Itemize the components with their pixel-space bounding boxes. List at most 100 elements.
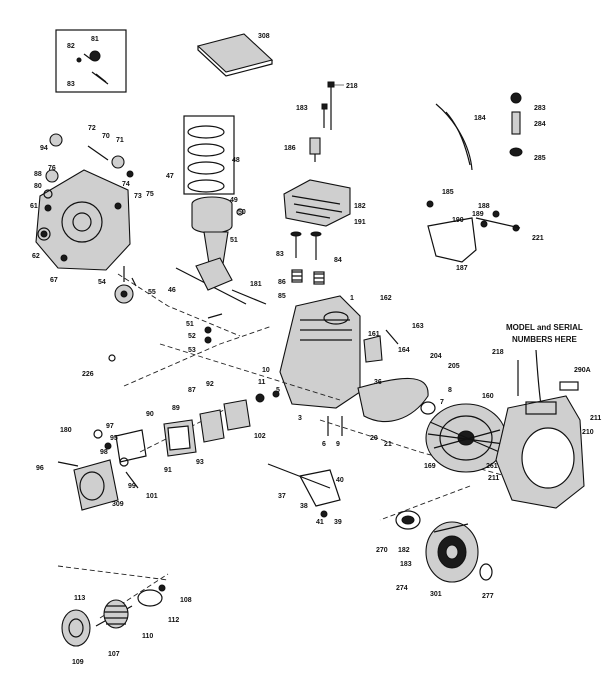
primer-parts [509, 92, 523, 157]
callout-75: 75 [146, 191, 154, 198]
callout-55: 55 [148, 289, 156, 296]
callout-210: 210 [582, 429, 594, 436]
starter-ring [479, 563, 493, 581]
callout-108: 108 [180, 597, 192, 604]
inset-box [55, 29, 127, 93]
cylinder-head [283, 179, 351, 227]
flywheel [425, 403, 507, 473]
callout-290a: 290A [574, 367, 591, 374]
callout-308: 308 [258, 33, 270, 40]
callout-71: 71 [116, 137, 124, 144]
piston [191, 196, 244, 234]
callout-62: 62 [32, 253, 40, 260]
callout-110: 110 [142, 633, 153, 640]
air-filter-assembly [61, 584, 166, 647]
callout-21: 21 [384, 441, 392, 448]
callout-184: 184 [474, 115, 486, 122]
callout-87: 87 [188, 387, 196, 394]
callout-283: 283 [534, 105, 546, 112]
callout-8: 8 [448, 387, 452, 394]
callout-101: 101 [146, 493, 158, 500]
callout-182: 182 [354, 203, 366, 210]
callout-67: 67 [50, 277, 58, 284]
callout-73: 73 [134, 193, 142, 200]
callout-37: 37 [278, 493, 286, 500]
callout-89: 89 [172, 405, 180, 412]
callout-41: 41 [316, 519, 324, 526]
callout-277: 277 [482, 593, 494, 600]
valve-springs [291, 269, 325, 285]
callout-226: 226 [82, 371, 94, 378]
callout-80: 80 [34, 183, 42, 190]
crankshaft [175, 257, 267, 305]
callout-74: 74 [122, 181, 130, 188]
callout-99: 99 [128, 483, 136, 490]
callout-76: 76 [48, 165, 56, 172]
callout-187: 187 [456, 265, 468, 272]
callout-48: 48 [232, 157, 240, 164]
callout-81: 81 [91, 36, 99, 43]
callout-3: 3 [298, 415, 302, 422]
callout-51b: 51 [186, 321, 194, 328]
callout-72: 72 [88, 125, 96, 132]
callout-84b: 84 [334, 257, 342, 264]
callout-52: 52 [188, 333, 196, 340]
callout-7: 7 [440, 399, 444, 406]
callout-95: 95 [110, 435, 118, 442]
callout-181: 181 [250, 281, 262, 288]
callout-186: 186 [284, 145, 296, 152]
cylinder-block [279, 295, 361, 409]
callout-185: 185 [442, 189, 454, 196]
callout-97: 97 [106, 423, 114, 430]
carburetor-spacers [163, 390, 280, 457]
model-serial-note-line2: NUMBERS HERE [512, 335, 578, 344]
callout-301: 301 [430, 591, 442, 598]
crankcase-cover [35, 169, 131, 271]
callout-221: 221 [532, 235, 544, 242]
flywheel-washer [420, 401, 436, 415]
callout-11: 11 [258, 379, 266, 386]
valves [290, 231, 322, 260]
callout-40: 40 [336, 477, 344, 484]
callout-270: 270 [376, 547, 388, 554]
callout-189: 189 [472, 211, 484, 218]
head-bolt-2 [321, 103, 328, 128]
manual-booklet [196, 33, 274, 77]
callout-284: 284 [534, 121, 546, 128]
callout-82: 82 [67, 43, 75, 50]
block-bolts [327, 416, 343, 436]
callout-96: 96 [36, 465, 44, 472]
small-parts-top-left [37, 133, 134, 241]
callout-90: 90 [146, 411, 154, 418]
callout-261: 261 [486, 463, 498, 470]
ignition-parts [363, 329, 399, 363]
callout-6: 6 [322, 441, 326, 448]
callout-83: 83 [67, 81, 75, 88]
callout-98: 98 [100, 449, 108, 456]
callout-53: 53 [188, 347, 196, 354]
throttle-link [267, 463, 341, 518]
callout-169: 169 [424, 463, 436, 470]
starter-cup [395, 510, 421, 530]
rewind-starter [425, 521, 479, 583]
governor-gear [114, 266, 137, 304]
callout-164: 164 [398, 347, 410, 354]
callout-47: 47 [166, 173, 174, 180]
callout-20: 20 [370, 435, 378, 442]
callout-205: 205 [448, 363, 460, 370]
callout-10: 10 [262, 367, 270, 374]
callout-160: 160 [482, 393, 494, 400]
baffle [357, 377, 429, 423]
callout-180: 180 [60, 427, 72, 434]
carburetor [57, 429, 147, 511]
callout-36: 36 [374, 379, 382, 386]
callout-9: 9 [336, 441, 340, 448]
cam-parts [204, 313, 223, 344]
callout-102: 102 [254, 433, 266, 440]
callout-54: 54 [98, 279, 106, 286]
callout-93: 93 [196, 459, 204, 466]
callout-51: 51 [230, 237, 238, 244]
callout-183-top: 183 [296, 105, 308, 112]
callout-285: 285 [534, 155, 546, 162]
